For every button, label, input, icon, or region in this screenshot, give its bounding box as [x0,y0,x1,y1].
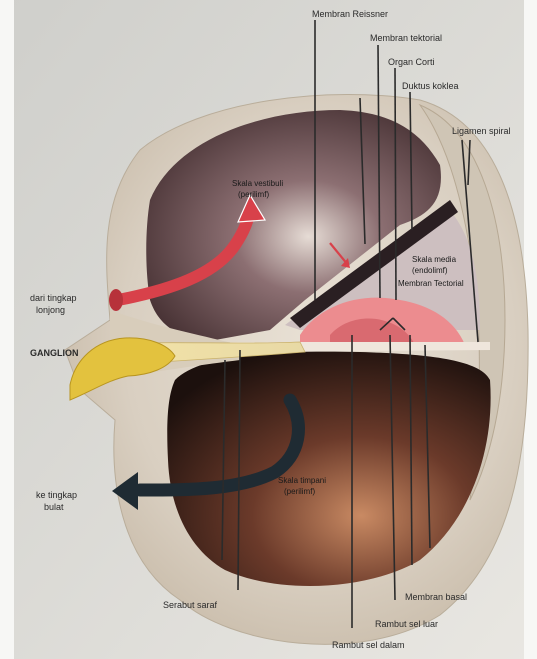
label-membran-basal: Membran basal [405,592,467,602]
label-membran-tektorial: Membran tektorial [370,33,442,43]
label-skala-timpani-sub: (perilimf) [284,487,315,496]
label-skala-timpani: Skala timpani [278,476,326,485]
label-skala-vestibuli-sub: (perilimf) [238,190,269,199]
white-margin-left [0,0,14,659]
label-organ-corti: Organ Corti [388,57,435,67]
label-ke-tingkap: ke tingkap [36,490,77,500]
label-skala-media: Skala media [412,255,457,264]
label-ke-tingkap-sub: bulat [44,502,64,512]
label-serabut-saraf: Serabut saraf [163,600,218,610]
label-ganglion: GANGLION [30,348,79,358]
label-skala-media-sub: (endolimf) [412,266,448,275]
label-ligamen-spiral: Ligamen spiral [452,126,511,136]
red-arrow-tail [109,289,123,311]
label-duktus-koklea: Duktus koklea [402,81,459,91]
label-rambut-sel-luar: Rambut sel luar [375,619,438,629]
label-membran-reissner: Membran Reissner [312,9,388,19]
label-membran-tectorial: Membran Tectorial [398,279,464,288]
label-rambut-sel-dalam: Rambut sel dalam [332,640,405,650]
label-dari-tingkap: dari tingkap [30,293,77,303]
label-dari-tingkap-sub: lonjong [36,305,65,315]
label-skala-vestibuli: Skala vestibuli [232,179,283,188]
